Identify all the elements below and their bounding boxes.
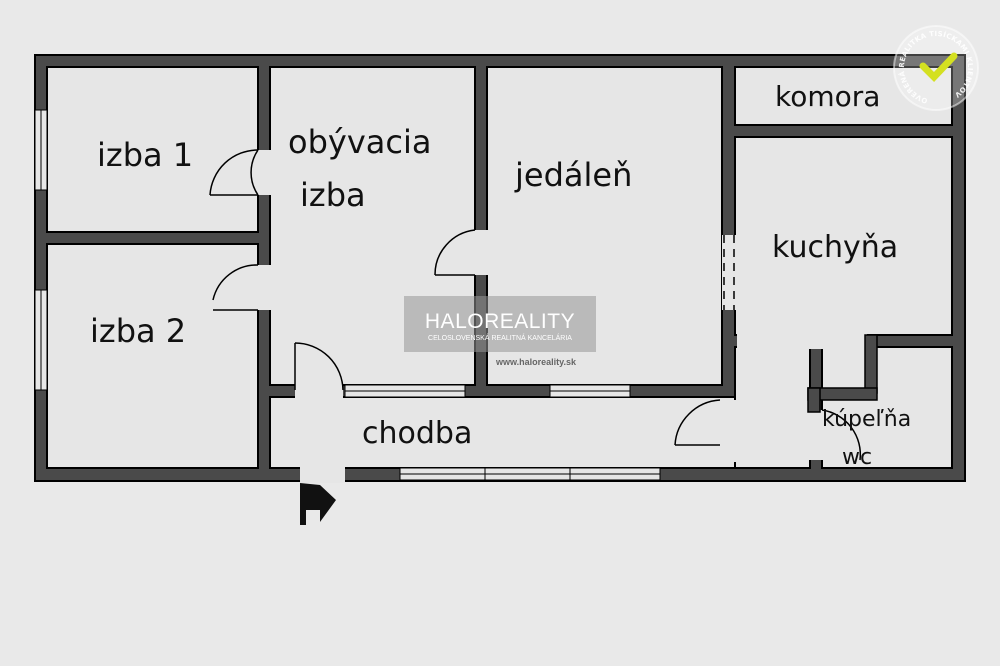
label-kupelna: kúpeľňa [822,407,911,432]
label-kuchyna: kuchyňa [772,230,898,265]
room-komora [734,66,953,126]
watermark: HALOREALITY CELOSLOVENSKÁ REALITNÁ KANCE… [404,296,596,352]
label-chodba: chodba [362,416,472,451]
entrance-arrow-icon [300,483,336,525]
room-izba-1 [46,66,259,233]
watermark-tagline: CELOSLOVENSKÁ REALITNÁ KANCELÁRIA [428,335,572,342]
label-izba-1: izba 1 [97,136,193,174]
label-obyvacia-izba: izba [300,176,366,214]
label-wc: wc [842,445,872,470]
room-kupelna [821,346,953,469]
room-chodba-ext [734,346,811,469]
watermark-url: www.haloreality.sk [496,357,577,367]
check-icon [919,52,958,83]
label-jedalen: jedáleň [514,156,632,194]
label-obyvacia: obývacia [288,123,431,161]
label-komora: komora [775,80,880,113]
label-izba-2: izba 2 [90,312,186,350]
verified-badge: OVERENÁ REALITKA TISÍCKAMI KLIENTOV [893,25,979,111]
watermark-brand: HALOREALITY [424,310,576,333]
